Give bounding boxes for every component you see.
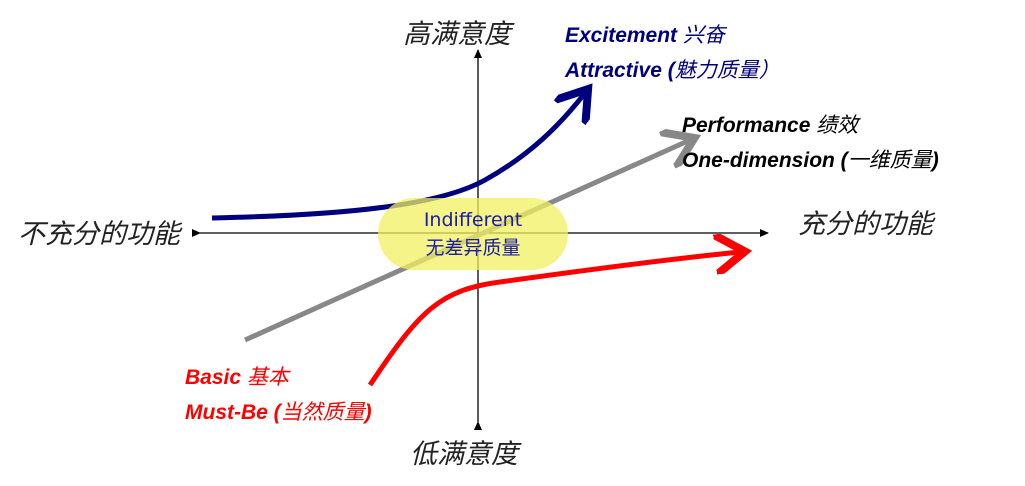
must-be-zh: 当然质量 <box>280 400 365 424</box>
basic-curve <box>367 252 740 387</box>
attractive-zh: 魅力质量） <box>674 58 780 82</box>
excitement-zh: 兴奋 <box>682 23 725 47</box>
indifferent-zone <box>378 198 568 270</box>
performance-en: Performance <box>682 114 811 137</box>
axis-label-right: 充分的功能 <box>798 209 933 240</box>
indifferent-label: Indifferent 无差异质量 <box>378 206 568 262</box>
paren-close: ) <box>931 149 939 172</box>
axis-label-left: 不充分的功能 <box>18 219 180 250</box>
basic-zh: 基本 <box>246 365 289 389</box>
basic-label: Basic 基本 Must-Be (当然质量) <box>185 360 372 430</box>
performance-zh: 绩效 <box>816 113 859 137</box>
indifferent-en: Indifferent <box>423 209 523 231</box>
axis-label-bottom: 低满意度 <box>410 439 518 470</box>
excitement-curve <box>211 93 585 221</box>
one-dimension-zh: 一维质量 <box>847 148 932 172</box>
excitement-label: Excitement 兴奋 Attractive (魅力质量） <box>565 18 780 88</box>
one-dimension-en: One-dimension ( <box>682 149 848 172</box>
must-be-en: Must-Be ( <box>185 401 281 424</box>
indifferent-zh: 无差异质量 <box>425 237 521 259</box>
excitement-en: Excitement <box>565 24 678 47</box>
attractive-en: Attractive ( <box>565 59 675 82</box>
performance-label: Performance 绩效 One-dimension (一维质量) <box>682 108 939 178</box>
paren-close: ) <box>364 401 372 424</box>
basic-en: Basic <box>185 366 242 389</box>
axis-label-top: 高满意度 <box>403 19 511 50</box>
